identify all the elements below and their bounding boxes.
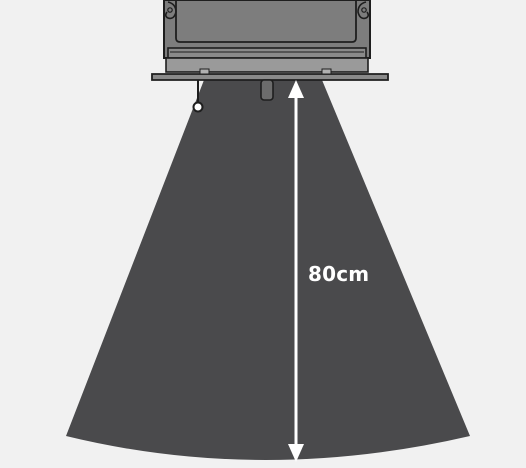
left-ornament [164,1,177,20]
flange-bolt-left [199,68,210,75]
dimension-label: 80cm [308,262,370,286]
flange-bolt-right [321,68,332,75]
device-rail [167,47,367,59]
right-screw [361,7,367,13]
mounting-plate [165,57,369,73]
arrowhead-bottom [288,444,304,462]
pull-cord-ring [192,101,204,113]
spray-cone [66,80,470,460]
arrowhead-top [288,80,304,98]
nozzle [260,79,274,101]
right-ornament [357,1,370,20]
mounting-flange [151,73,389,81]
dimension-arrow [288,80,304,462]
left-screw [167,7,173,13]
device-housing [151,0,389,113]
device-front-panel [175,0,357,43]
